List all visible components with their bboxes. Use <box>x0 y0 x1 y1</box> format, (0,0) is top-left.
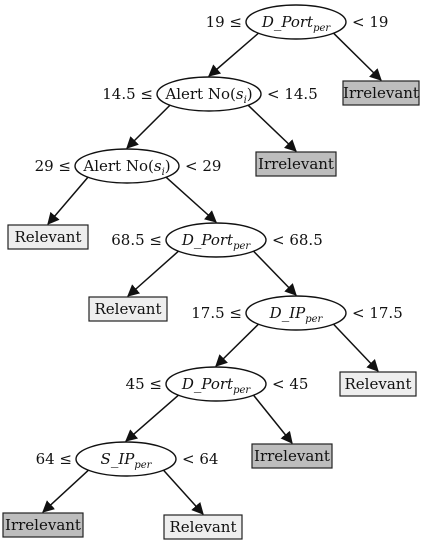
node-ellipse <box>165 366 267 402</box>
node-ellipse <box>75 441 177 477</box>
edge-n7-l7 <box>42 469 89 513</box>
leaf-box <box>339 371 417 397</box>
node-ellipse <box>74 148 180 184</box>
node-label: Alert No(si) <box>164 85 252 106</box>
threshold-right-label: < 68.5 <box>272 231 323 249</box>
leaf-label: Irrelevant <box>254 447 330 465</box>
decision-node-n1: D_Portper 19 ≤ < 19 <box>206 4 388 40</box>
decision-node-n2: Alert No(si) 14.5 ≤ < 14.5 <box>102 76 318 112</box>
leaf-box <box>342 80 420 106</box>
leaf-relevant-l3: Relevant <box>7 224 89 250</box>
edge-n1-l1 <box>333 32 382 81</box>
leaf-irrelevant-l7: Irrelevant <box>2 512 84 538</box>
edge-n7-l8 <box>163 469 204 515</box>
leaf-irrelevant-l1: Irrelevant <box>342 80 420 106</box>
leaf-irrelevant-l6: Irrelevant <box>251 443 333 469</box>
leaf-label: Relevant <box>15 228 82 246</box>
edge-n4-l4 <box>127 250 179 297</box>
node-label: D_Portper <box>261 13 332 34</box>
leaf-relevant-l4: Relevant <box>88 296 168 322</box>
node-label: D_Portper <box>181 375 252 396</box>
leaf-relevant-l5: Relevant <box>339 371 417 397</box>
decision-node-n3: Alert No(si) 29 ≤ < 29 <box>35 148 221 184</box>
edge-n3-n4 <box>165 176 217 223</box>
leaf-box <box>88 296 168 322</box>
threshold-right-label: < 29 <box>185 157 221 175</box>
edge-n5-l5 <box>333 323 379 372</box>
decision-node-n7: S_IPper 64 ≤ < 64 <box>36 441 218 477</box>
threshold-left-label: 14.5 ≤ <box>102 85 153 103</box>
tree-edges <box>42 32 382 515</box>
node-label: Alert No(si) <box>82 157 170 178</box>
tree-leaves: IrrelevantIrrelevantRelevantRelevantRele… <box>2 80 420 540</box>
edge-n4-n5 <box>253 250 297 296</box>
threshold-right-label: < 14.5 <box>267 85 318 103</box>
edge-n1-n2 <box>208 32 259 77</box>
leaf-box <box>163 514 243 540</box>
edge-n6-n7 <box>125 394 179 442</box>
threshold-right-label: < 64 <box>182 450 218 468</box>
leaf-label: Irrelevant <box>258 155 334 173</box>
leaf-relevant-l8: Relevant <box>163 514 243 540</box>
leaf-label: Irrelevant <box>5 516 81 534</box>
edge-n5-n6 <box>215 323 259 367</box>
node-label: D_IPper <box>269 304 324 325</box>
threshold-left-label: 68.5 ≤ <box>111 231 162 249</box>
leaf-box <box>2 512 84 538</box>
leaf-irrelevant-l2: Irrelevant <box>255 151 337 177</box>
decision-node-n5: D_IPper 17.5 ≤ < 17.5 <box>191 295 403 331</box>
node-label: D_Portper <box>181 231 252 252</box>
threshold-left-label: 19 ≤ <box>206 13 242 31</box>
leaf-box <box>7 224 89 250</box>
leaf-box <box>251 443 333 469</box>
threshold-left-label: 64 ≤ <box>36 450 72 468</box>
threshold-left-label: 29 ≤ <box>35 157 71 175</box>
threshold-left-label: 45 ≤ <box>126 375 162 393</box>
edge-n3-l3 <box>47 176 89 225</box>
node-label: S_IPper <box>101 450 153 471</box>
node-ellipse <box>165 222 267 258</box>
threshold-right-label: < 17.5 <box>352 304 403 322</box>
edge-n2-n3 <box>126 104 171 149</box>
leaf-label: Relevant <box>345 375 412 393</box>
threshold-right-label: < 45 <box>272 375 308 393</box>
edge-n6-l6 <box>252 394 293 444</box>
leaf-label: Relevant <box>170 518 237 536</box>
decision-node-n6: D_Portper 45 ≤ < 45 <box>126 366 308 402</box>
leaf-label: Irrelevant <box>343 84 419 102</box>
leaf-label: Relevant <box>95 300 162 318</box>
node-ellipse <box>245 295 347 331</box>
node-ellipse <box>245 4 347 40</box>
edge-n2-l2 <box>247 104 297 152</box>
tree-nodes: D_Portper 19 ≤ < 19 Alert No(si) 14.5 ≤ < 14.… <box>35 4 403 477</box>
decision-node-n4: D_Portper 68.5 ≤ < 68.5 <box>111 222 323 258</box>
leaf-box <box>255 151 337 177</box>
threshold-left-label: 17.5 ≤ <box>191 304 242 322</box>
threshold-right-label: < 19 <box>352 13 388 31</box>
node-ellipse <box>156 76 262 112</box>
